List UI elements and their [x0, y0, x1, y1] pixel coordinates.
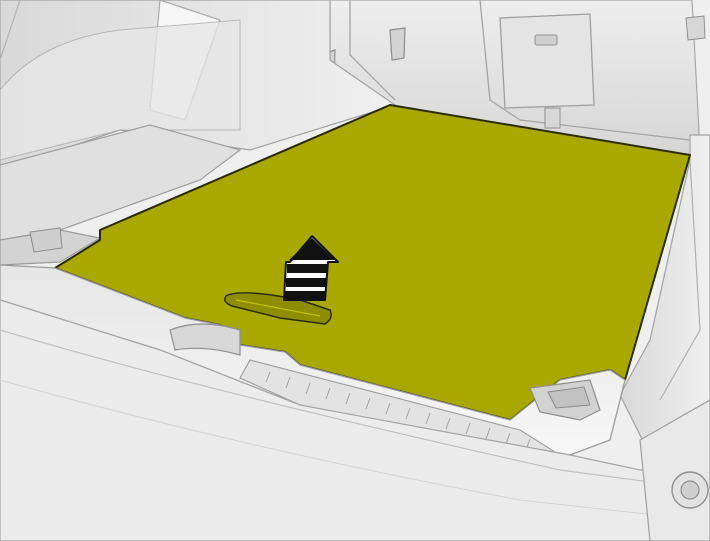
left-lashing-eye	[30, 228, 62, 252]
headrest-post	[686, 16, 705, 40]
backrest-latch	[535, 35, 557, 45]
seat-release-lever	[390, 28, 405, 60]
seat-anchor	[545, 108, 560, 128]
tailgate-striker-inner	[681, 481, 699, 499]
backrest-panel	[500, 14, 594, 108]
